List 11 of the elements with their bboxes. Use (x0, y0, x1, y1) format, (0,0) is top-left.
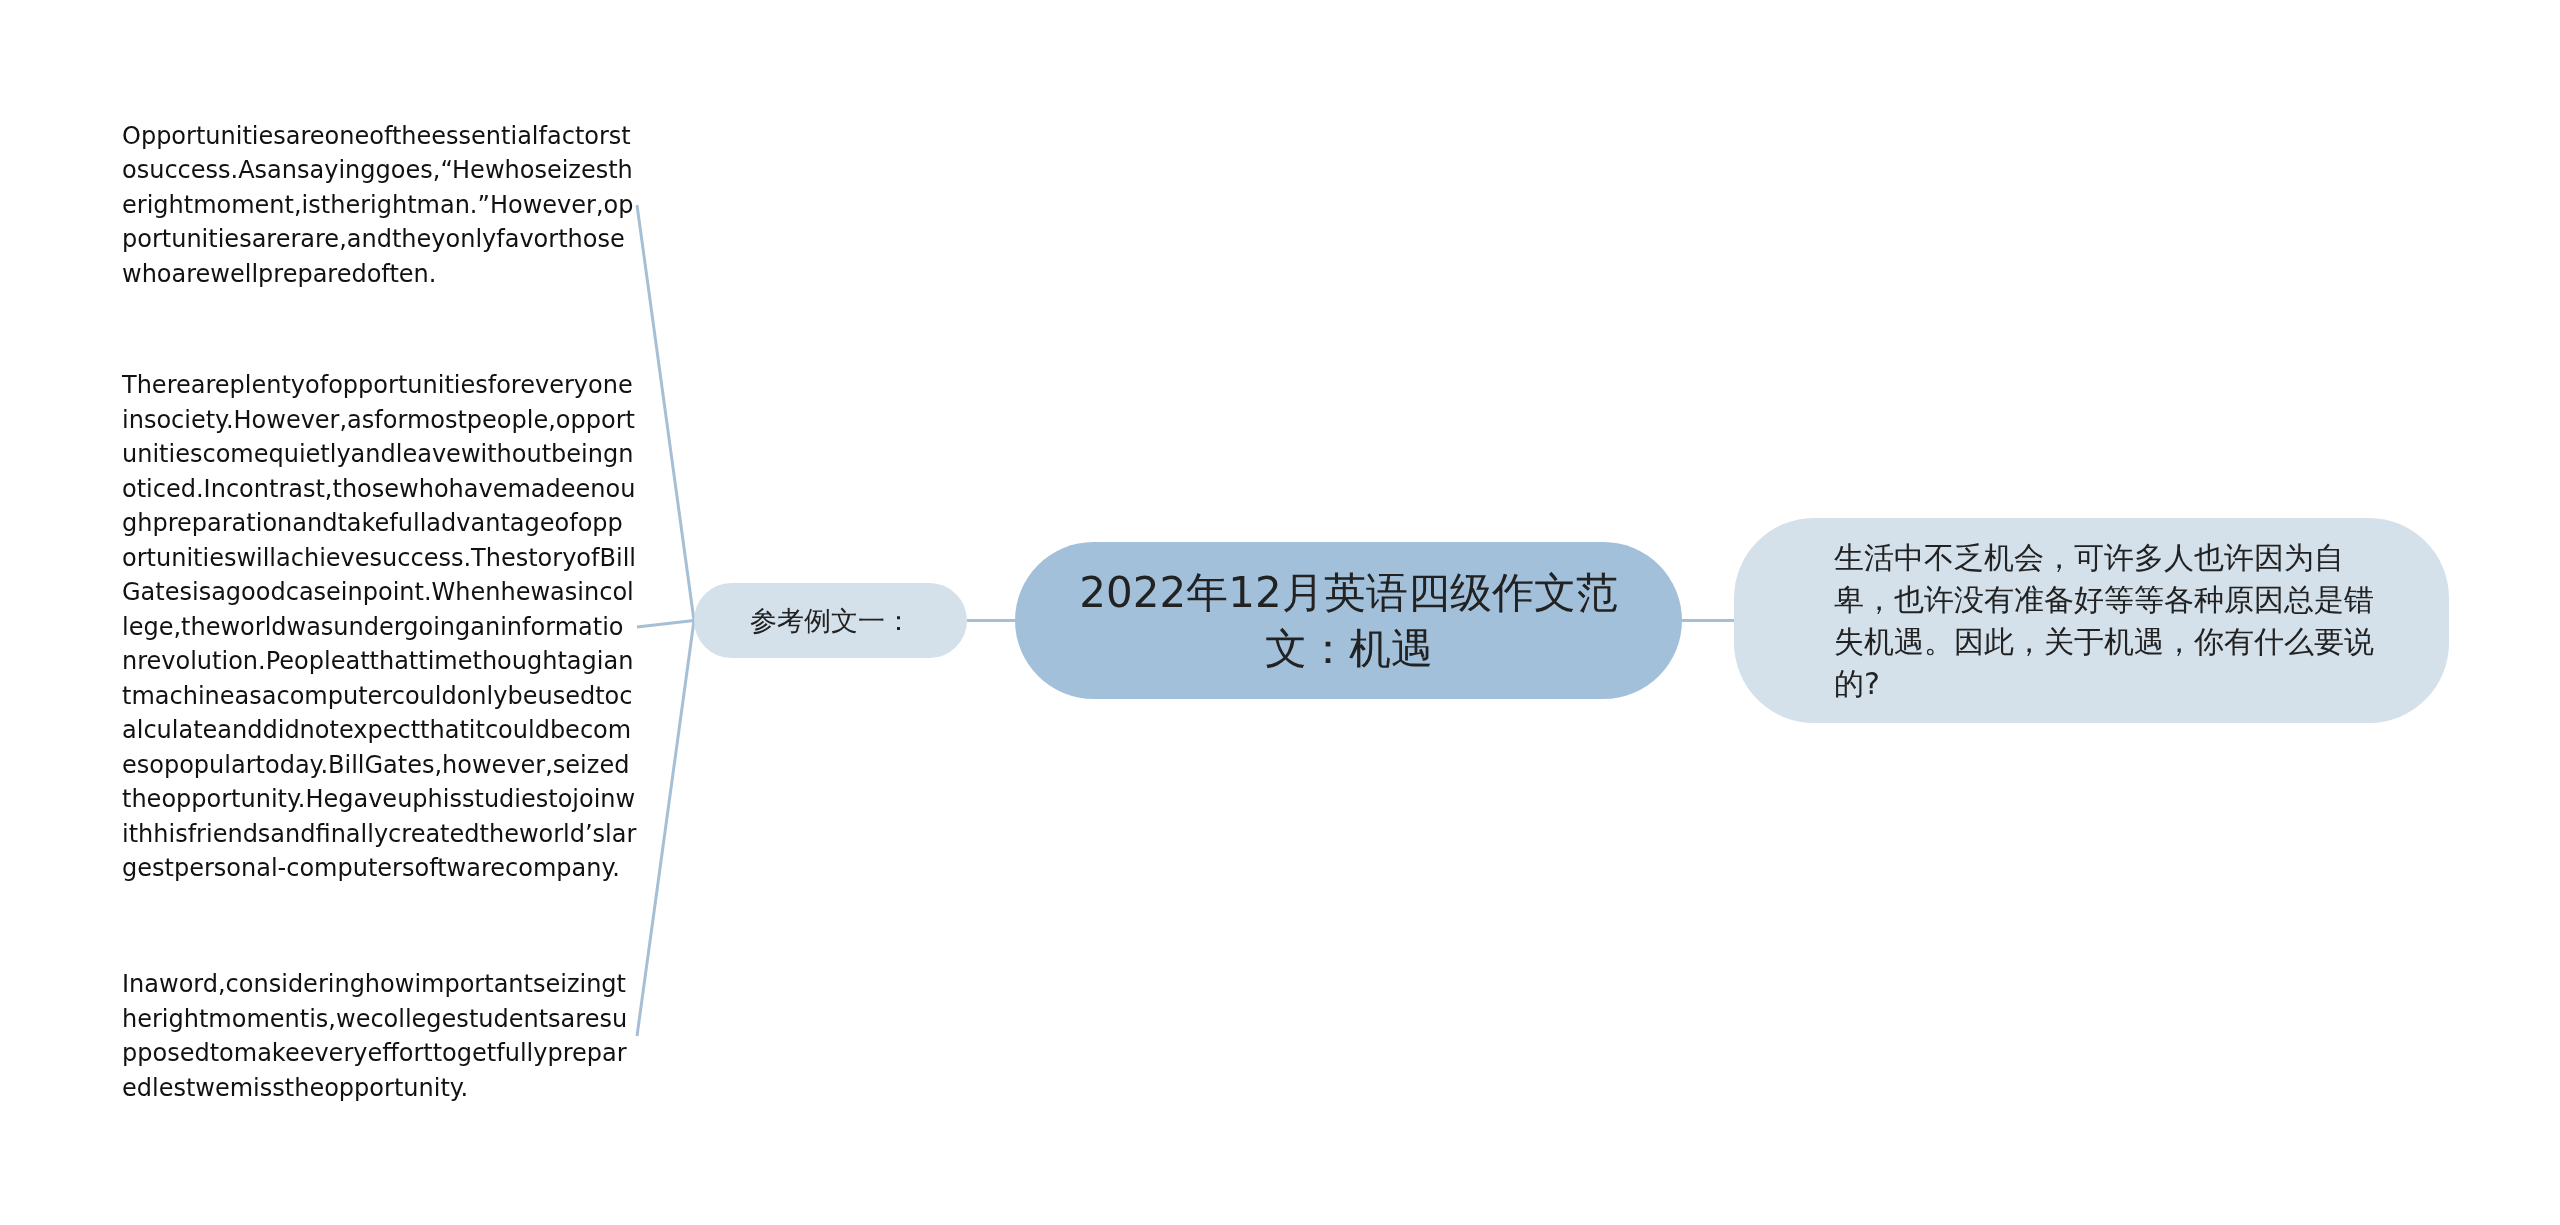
connector-line (1682, 619, 1734, 622)
question-box: 生活中不乏机会，可许多人也许因为自卑，也许没有准备好等等各种原因总是错失机遇。因此，关于机遇，你有什么要说的? (1734, 518, 2449, 723)
connector-line (635, 204, 696, 621)
connector-line (636, 619, 695, 629)
sample-label-box: 参考例文一： (694, 583, 967, 658)
paragraph-text: Thereareplentyofopportunitiesforeveryoneinsociety.However,asformostpeople,opportunitiescomequietlyandleavewithoutbeingnoticed.Incontrast,thosewhohavemadeenoughpreparationandtakefulladvantageofopportunitieswillachievesuccess.ThestoryofBillGatesisagoodcaseinpoint.Whenhewasincollege,theworldwasundergoinganinformationrevolution.Peopleatthattimethoughtagiantmachineasacomputercouldonlybeusedtocalculateanddidnotexpectthatitcouldbecomesopopulartoday.BillGates,however,seizedtheopportunity.Hegaveuphisstudiestojoinwithhisfriendsandfinallycreatedtheworld’slargestpersonal-computersoftwarecompany. (122, 362, 637, 892)
connector-line (967, 619, 1015, 622)
paragraph-text: Opportunitiesareoneoftheessentialfactorstosuccess.Asansayinggoes,“Hewhoseizestherightmoment,istherightman.”However,opportunitiesarerare,andtheyonlyfavorthosewhoarewellpreparedoften. (122, 120, 637, 290)
paragraph-text: Inaword,consideringhowimportantseizingtherightmomentis,wecollegestudentsaresupposedtomakeeveryefforttogetfullypreparedlestwemisstheopportunity. (122, 966, 637, 1106)
connector-line (635, 620, 696, 1037)
topic-box: 2022年12月英语四级作文范文：机遇 (1015, 542, 1682, 699)
